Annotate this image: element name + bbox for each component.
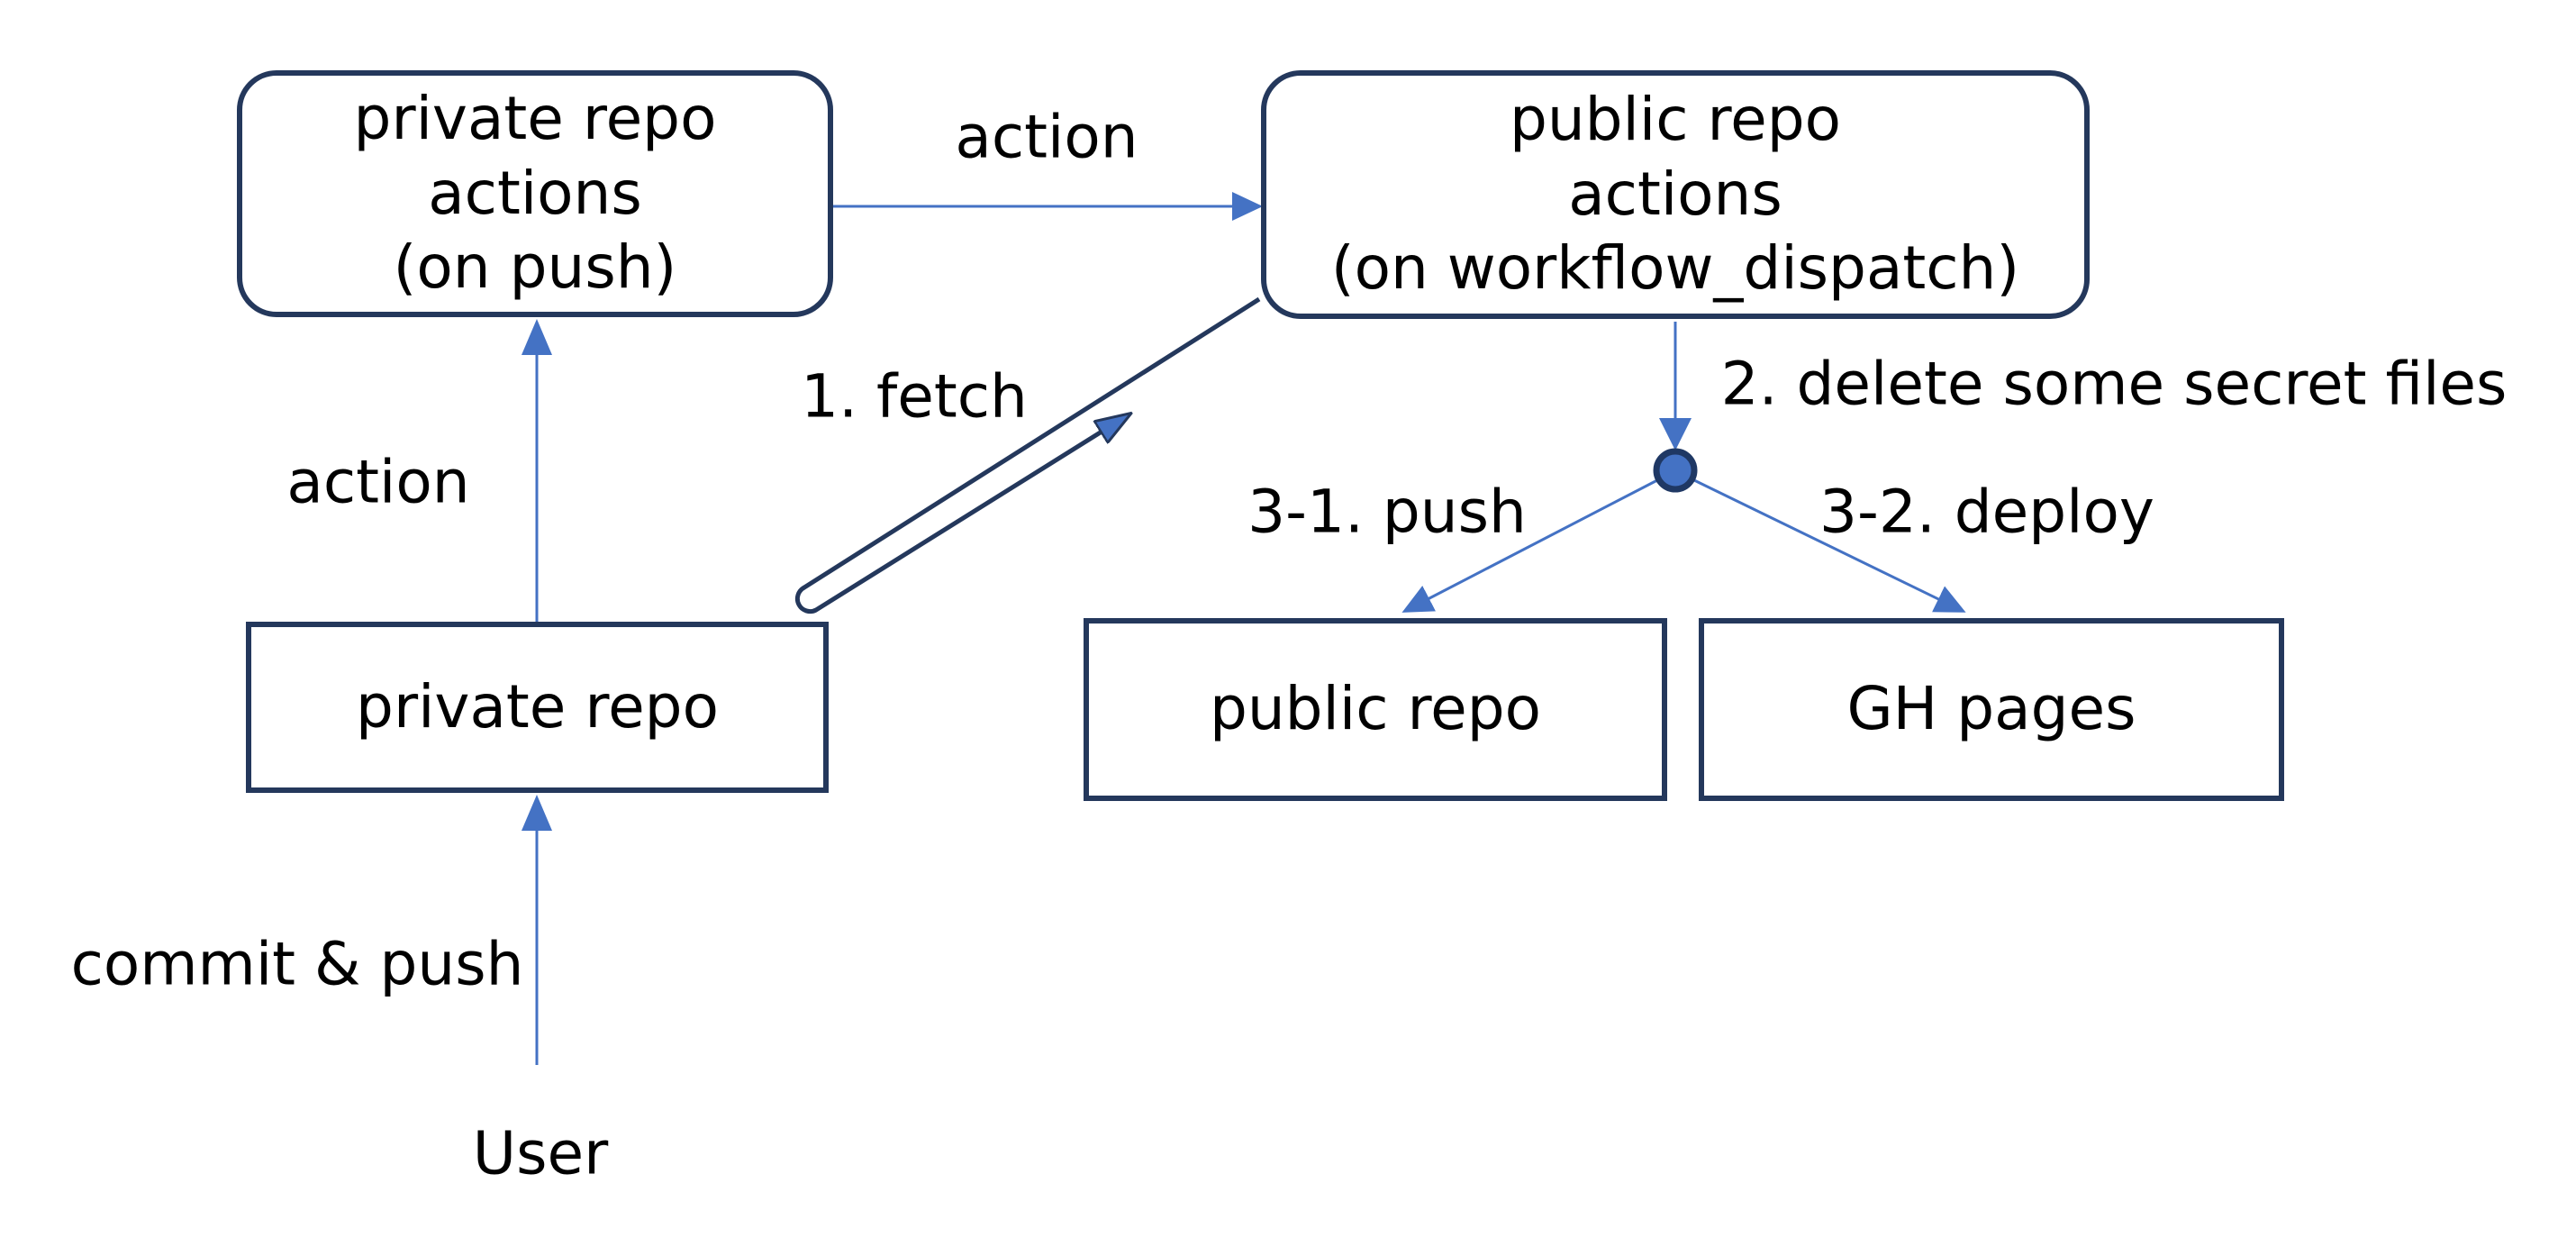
arrow-deploy-line [1693,478,1966,613]
label-fetch: 1. fetch [801,361,1028,432]
arrow-fetch-loop [794,296,1261,614]
node-line: actions [428,158,642,228]
node-public-repo: public repo [1084,618,1667,801]
node-line: public repo [1209,674,1542,744]
label-action-left: action [286,447,470,517]
node-line: private repo [356,671,719,742]
node-gh-pages: GH pages [1699,618,2284,801]
arrow-commit-push-head [522,795,552,831]
node-private-repo: private repo [246,622,829,793]
node-line: public repo [1509,85,1842,155]
arrow-delete-head [1659,418,1692,451]
label-commit-and-push: commit & push [70,929,524,999]
arrow-push-line [1401,478,1658,613]
arrow-action-up-head [522,319,552,355]
label-action-top: action [955,102,1138,172]
node-line: private repo [353,84,717,154]
node-public-repo-actions: public repo actions (on workflow_dispatc… [1261,70,2090,319]
label-delete-secret-files: 2. delete some secret files [1720,349,2508,419]
node-line: (on push) [393,232,677,303]
label-deploy: 3-2. deploy [1819,477,2154,547]
label-push: 3-1. push [1247,477,1527,547]
node-private-repo-actions: private repo actions (on push) [237,70,833,317]
label-user: User [472,1118,609,1188]
node-line: (on workflow_dispatch) [1330,233,2020,304]
junction-dot [1653,448,1698,493]
node-line: actions [1568,159,1782,229]
node-line: GH pages [1846,674,2136,744]
